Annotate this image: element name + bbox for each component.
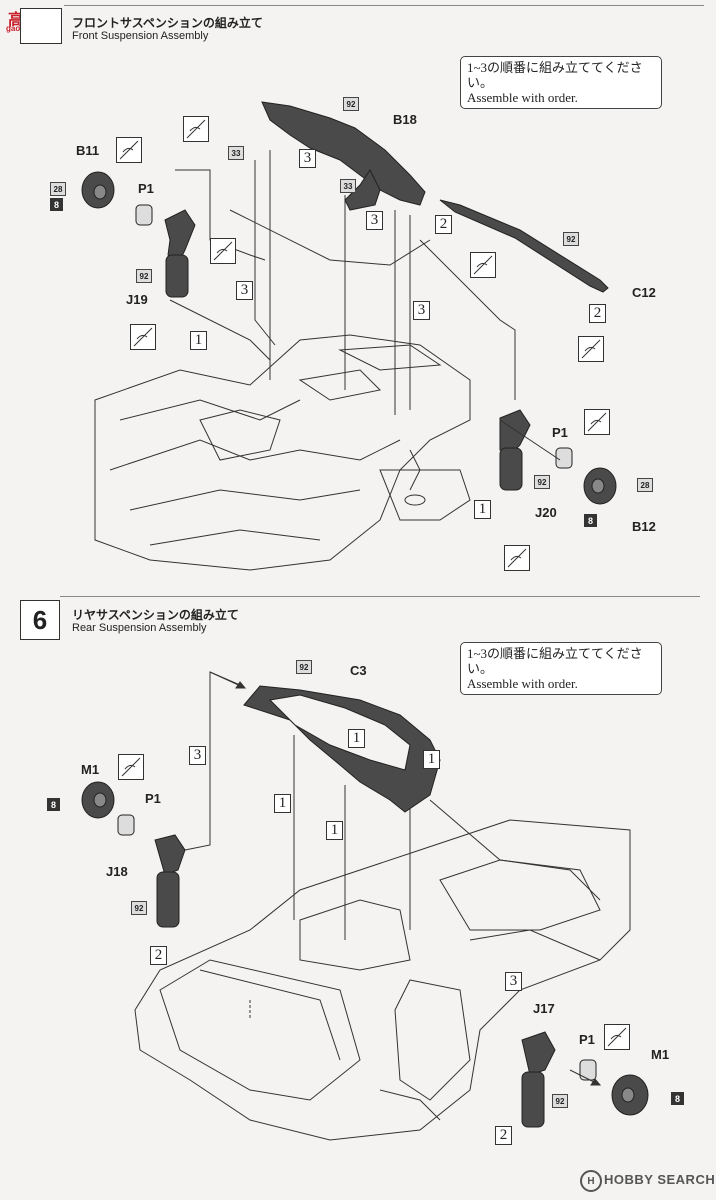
part-p1-left <box>135 204 153 226</box>
label-b12: B12 <box>632 519 656 534</box>
step5-title-jp: フロントサスペンションの組み立て <box>72 16 263 30</box>
tag-b18-33a: 33 <box>228 146 244 160</box>
no-glue-icon <box>578 336 604 362</box>
no-glue-icon <box>210 238 236 264</box>
tag-b18-33b: 33 <box>340 179 356 193</box>
step6-chassis-outline <box>134 819 631 1141</box>
label-j19: J19 <box>126 292 148 307</box>
part-j20-shock <box>499 447 523 491</box>
step6-number-box: 6 <box>20 600 60 640</box>
seq5-2b: 2 <box>589 304 606 323</box>
no-glue-icon <box>116 137 142 163</box>
no-glue-icon <box>504 545 530 571</box>
tag-j18-92: 92 <box>131 901 147 915</box>
seq6-3b: 3 <box>505 972 522 991</box>
label-p1-left: P1 <box>138 181 154 196</box>
label-m1-left: M1 <box>81 762 100 777</box>
part-j19-upright <box>164 209 196 261</box>
seq5-1a: 1 <box>190 331 207 350</box>
tag-b18-92: 92 <box>343 97 359 111</box>
seq6-1b: 1 <box>423 750 440 769</box>
label-j20: J20 <box>535 505 557 520</box>
seq6-3a: 3 <box>189 746 206 765</box>
label-p1-left-step6: P1 <box>145 791 161 806</box>
no-glue-icon <box>118 754 144 780</box>
no-glue-icon <box>584 409 610 435</box>
tag-j17-92: 92 <box>552 1094 568 1108</box>
tag-c3-92: 92 <box>296 660 312 674</box>
label-p1-right: P1 <box>552 425 568 440</box>
label-p1-right-step6: P1 <box>579 1032 595 1047</box>
tag-m1r-8: 8 <box>671 1092 684 1105</box>
seq6-1a: 1 <box>348 729 365 748</box>
tag-j20-92: 92 <box>534 475 550 489</box>
label-j17: J17 <box>533 1001 555 1016</box>
part-j20-upright <box>499 409 531 456</box>
seq6-2a: 2 <box>150 946 167 965</box>
no-glue-icon <box>604 1024 630 1050</box>
tag-c12-92: 92 <box>563 232 579 246</box>
tag-j19-92: 92 <box>136 269 152 283</box>
tag-b12-28: 28 <box>637 478 653 492</box>
tag-b11-8: 8 <box>50 198 63 211</box>
step6-number: 6 <box>32 604 48 635</box>
part-j18-upright <box>154 834 186 876</box>
tag-b11-28: 28 <box>50 182 66 196</box>
seq5-1b: 1 <box>474 500 491 519</box>
part-c12-tierod <box>439 199 609 293</box>
step6-order-note-jp: 1~3の順番に組み立ててください。 <box>467 646 643 676</box>
part-p1-right-step6 <box>579 1059 597 1081</box>
part-p1-left-step6 <box>117 814 135 836</box>
step6-title-jp: リヤサスペンションの組み立て <box>72 608 239 622</box>
step5-header-line <box>64 5 704 6</box>
step5-order-note-en: Assemble with order. <box>467 90 578 105</box>
step5-number-box <box>20 8 62 44</box>
step5-order-note: 1~3の順番に組み立ててください。 Assemble with order. <box>460 56 662 109</box>
hobbysearch-logo-icon: H <box>580 1170 602 1192</box>
seq5-2a: 2 <box>435 215 452 234</box>
label-m1-right: M1 <box>651 1047 670 1062</box>
label-c12: C12 <box>632 285 656 300</box>
step5-order-note-jp: 1~3の順番に組み立ててください。 <box>467 60 643 90</box>
label-j18: J18 <box>106 864 128 879</box>
step5-title-en: Front Suspension Assembly <box>72 30 209 42</box>
step6-title-en: Rear Suspension Assembly <box>72 622 207 634</box>
seq6-1d: 1 <box>326 821 343 840</box>
step6-header-line <box>60 596 700 597</box>
step6-order-note-en: Assemble with order. <box>467 676 578 691</box>
tag-m1-8: 8 <box>47 798 60 811</box>
part-b18-crossmember <box>261 101 426 206</box>
label-b18: B18 <box>393 112 417 127</box>
tag-b12-8: 8 <box>584 514 597 527</box>
seq5-3b: 3 <box>366 211 383 230</box>
label-b11: B11 <box>76 143 100 158</box>
seq6-2b: 2 <box>495 1126 512 1145</box>
seq5-3a: 3 <box>299 149 316 168</box>
seq6-1c: 1 <box>274 794 291 813</box>
step6-order-note: 1~3の順番に組み立ててください。 Assemble with order. <box>460 642 662 695</box>
part-p1-right <box>555 447 573 469</box>
no-glue-icon <box>130 324 156 350</box>
part-b18-arm <box>344 169 381 211</box>
part-j18-shock <box>156 871 180 928</box>
no-glue-icon <box>183 116 209 142</box>
part-j19-shock <box>165 254 189 298</box>
no-glue-icon <box>470 252 496 278</box>
hobbysearch-watermark: HOBBY SEARCH <box>604 1172 716 1187</box>
part-j17-shock <box>521 1071 545 1128</box>
seq5-3c: 3 <box>236 281 253 300</box>
part-j17-upright <box>521 1031 556 1076</box>
step5-chassis-outline <box>94 334 471 571</box>
seq5-3d: 3 <box>413 301 430 320</box>
label-c3: C3 <box>350 663 367 678</box>
